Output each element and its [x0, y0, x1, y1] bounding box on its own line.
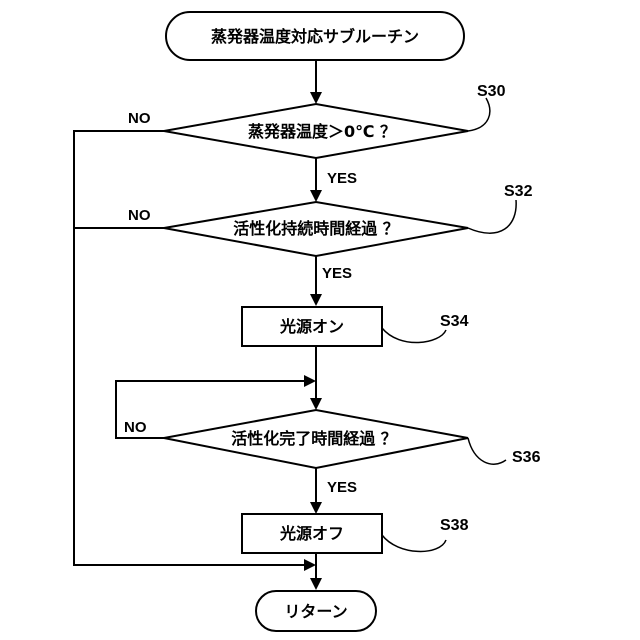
decision-s36-no-label: NO — [124, 419, 147, 436]
decision-s30-label: 蒸発器温度＞0℃ ？ — [248, 122, 396, 141]
decision-s32-yes-label: YES — [322, 265, 352, 282]
arrowhead — [310, 294, 322, 306]
end-terminal: リターン — [256, 591, 376, 631]
arrowhead — [310, 578, 322, 590]
process-s34-step: S34 — [440, 313, 469, 330]
process-s34: 光源オン S34 — [242, 307, 469, 346]
start-terminal-label: 蒸発器温度対応サブルーチン — [211, 27, 419, 46]
arrowhead — [310, 190, 322, 202]
start-terminal: 蒸発器温度対応サブルーチン — [166, 12, 464, 60]
decision-s30-yes-label: YES — [327, 170, 357, 187]
decision-s32-no-label: NO — [128, 207, 151, 224]
process-s38-step: S38 — [440, 517, 469, 534]
arrowhead — [304, 375, 316, 387]
decision-s30-no-label: NO — [128, 110, 151, 127]
decision-s32: 活性化持続時間経過 ？ S32 YES NO — [128, 183, 533, 282]
decision-s36-yes-label: YES — [327, 479, 357, 496]
decision-s30-step: S30 — [477, 83, 506, 100]
decision-s30-leader — [468, 98, 490, 131]
process-s38: 光源オフ S38 — [242, 514, 469, 553]
decision-s36: 活性化完了時間経過 ？ S36 YES NO — [124, 410, 541, 496]
connector-s30-no-bypass — [74, 131, 304, 565]
process-s38-label: 光源オフ — [279, 524, 344, 543]
arrowhead — [310, 502, 322, 514]
decision-s32-leader — [468, 200, 516, 233]
decision-s36-label: 活性化完了時間経過 ？ — [231, 429, 397, 448]
arrowhead — [310, 92, 322, 104]
process-s34-leader — [382, 328, 446, 343]
arrowhead — [310, 398, 322, 410]
decision-s32-step: S32 — [504, 183, 533, 200]
decision-s32-label: 活性化持続時間経過 ？ — [233, 219, 399, 238]
process-s34-label: 光源オン — [279, 317, 344, 336]
decision-s36-step: S36 — [512, 449, 541, 466]
decision-s36-leader — [468, 438, 506, 464]
end-terminal-label: リターン — [284, 602, 347, 621]
arrowhead — [304, 559, 316, 571]
process-s38-leader — [382, 535, 446, 551]
